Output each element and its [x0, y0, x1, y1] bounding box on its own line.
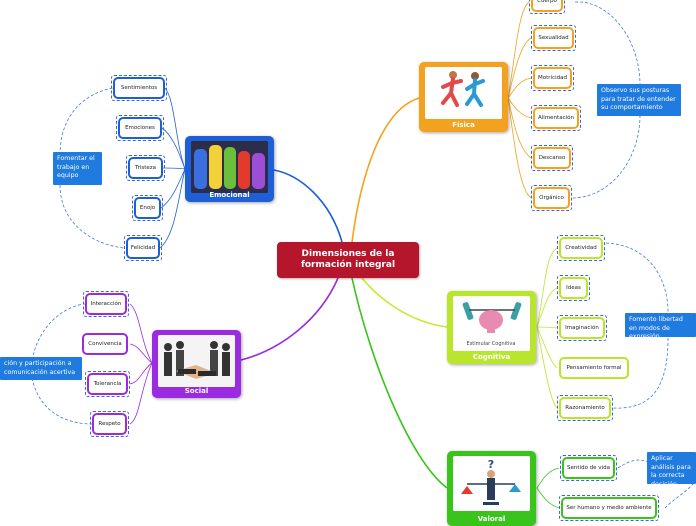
callout-social[interactable]: ción y participación a comunicación acer… [0, 357, 82, 380]
image-caption: Estimular Cognitiva [467, 341, 516, 347]
leaf-felicidad[interactable]: Felicidad [124, 235, 162, 261]
leaf-cuerpo[interactable]: Cuerpo [529, 0, 565, 14]
callout-cognitiva[interactable]: Fomento libertad en modos de expresión [625, 313, 696, 340]
central-title: Dimensiones de la formación integral [300, 249, 396, 270]
category-label: Cognitiva [472, 353, 511, 361]
runners-image [425, 67, 502, 119]
category-cognitiva[interactable]: Estimular Cognitiva Cognitiva [447, 291, 536, 364]
category-label: Emocional [209, 191, 250, 199]
category-fisica[interactable]: Física [419, 62, 508, 132]
central-topic[interactable]: Dimensiones de la formación integral [277, 242, 419, 278]
leaf-pensamiento-formal[interactable]: Pensamiento formal [559, 357, 629, 379]
brain-image: Estimular Cognitiva [453, 296, 530, 351]
leaf-creatividad[interactable]: Creatividad [557, 235, 605, 261]
leaf-sentimientos[interactable]: Sentimientos [111, 75, 167, 101]
leaf-emociones[interactable]: Emociones [116, 115, 164, 141]
category-label: Valoral [477, 515, 506, 523]
category-valoral[interactable]: ? Valoral [447, 451, 536, 526]
svg-text:?: ? [488, 458, 494, 471]
callout-emocional[interactable]: Fomentar el trabajo en equipo [53, 152, 102, 185]
leaf-sexualidad[interactable]: Sexualidad [531, 25, 576, 51]
leaf-alimentacion[interactable]: Alimentación [531, 105, 581, 131]
callout-fisica[interactable]: Observo sus posturas para tratar de ente… [597, 84, 681, 116]
leaf-convivencia[interactable]: Convivencia [82, 333, 128, 355]
leaf-motricidad[interactable]: Motricidad [531, 65, 574, 91]
leaf-ideas[interactable]: Ideas [557, 275, 590, 301]
category-social[interactable]: Social [152, 330, 241, 398]
category-label: Social [184, 387, 209, 395]
leaf-tolerancia[interactable]: Tolerancia [85, 371, 130, 397]
leaf-interaccion[interactable]: Interacción [83, 291, 129, 317]
leaf-descanso[interactable]: Descanso [531, 145, 573, 171]
category-label: Física [452, 121, 475, 129]
leaf-imaginacion[interactable]: Imaginación [557, 315, 607, 341]
leaf-ser-humano-medio-ambiente[interactable]: Ser humano y medio ambiente [559, 495, 659, 521]
leaf-sentido-de-vida[interactable]: Sentido de vida [560, 455, 617, 481]
category-emocional[interactable]: Emocional [185, 136, 274, 202]
handshake-image [158, 335, 235, 387]
callout-valoral[interactable]: Aplicar análisis para la correcta decisi… [647, 452, 696, 488]
leaf-tristeza[interactable]: Tristeza [126, 155, 165, 181]
leaf-respeto[interactable]: Respeto [90, 411, 129, 437]
scales-image: ? [453, 456, 530, 511]
leaf-enojo[interactable]: Enojo [132, 195, 163, 221]
emotions-image [191, 141, 268, 193]
leaf-razonamiento[interactable]: Razonamiento [557, 395, 613, 421]
leaf-organico[interactable]: Orgánico [531, 185, 572, 211]
